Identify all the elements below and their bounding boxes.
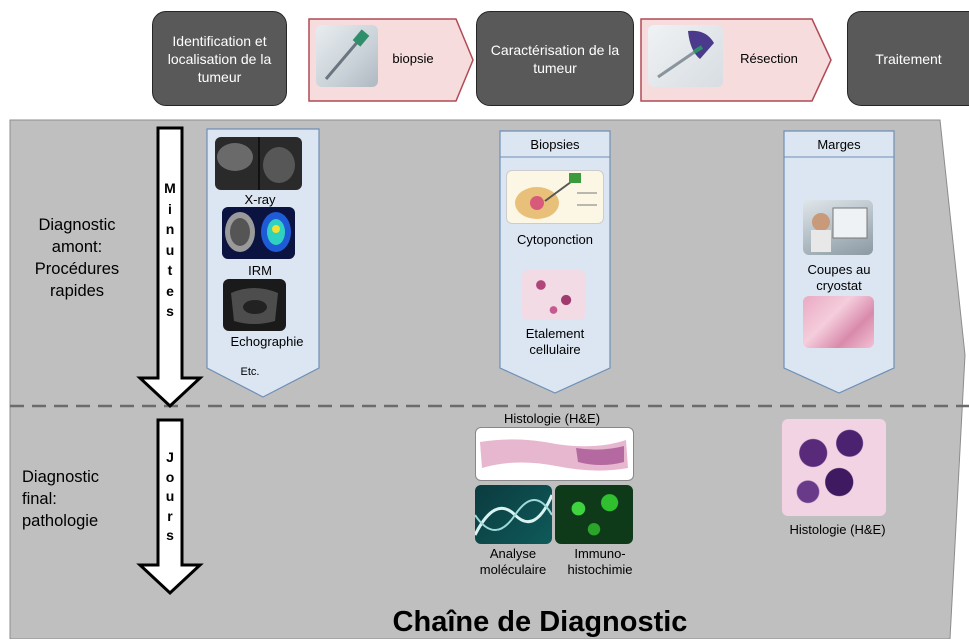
imaging-item-irm: IRM <box>248 263 272 278</box>
minutes-letters-letter: n <box>165 221 175 237</box>
biopsies-item-etalement: Etalement cellulaire <box>525 326 585 357</box>
right-histology-label: Histologie (H&E) <box>789 522 886 537</box>
minutes-letters-letter: M <box>164 180 176 196</box>
xray-image <box>215 137 302 190</box>
step-identification-label: Identification et localisation de la tum… <box>167 32 272 85</box>
jours-letters-letter: u <box>165 488 175 504</box>
biopsy-needle-image <box>316 25 378 87</box>
biopsies-panel-header: Biopsies <box>530 137 580 152</box>
step-biopsie-label: biopsie <box>392 51 434 66</box>
ihc-label: Immuno-histochimie <box>567 546 633 577</box>
analysis-label: Analyse moléculaire <box>479 546 547 577</box>
resection-scalpel-image <box>648 25 723 87</box>
row-label-lower: Diagnostic final: pathologie <box>22 468 100 530</box>
minutes-arrow-shape <box>136 126 204 409</box>
biopsies-item-cytoponction: Cytoponction <box>517 232 593 247</box>
step-identification: Identification et localisation de la tum… <box>152 11 287 106</box>
ihc-image <box>555 485 633 544</box>
step-traitement: Traitement <box>847 11 969 106</box>
minutes-letters-letter: e <box>166 282 174 299</box>
cryostat-section-image <box>803 296 874 348</box>
step-caracterisation-label: Caractérisation de la tumeur <box>490 41 620 76</box>
center-histology-image <box>475 427 634 481</box>
dna-image <box>475 485 552 544</box>
jours-letters-letter: o <box>165 468 175 485</box>
marges-item-cryostat: Coupes au cryostat <box>807 262 871 293</box>
irm-image <box>222 207 295 259</box>
cytoponction-image <box>506 170 604 224</box>
minutes-letters-letter: i <box>168 200 172 217</box>
imaging-item-xray: X-ray <box>244 192 276 207</box>
marges-panel-header: Marges <box>817 137 861 152</box>
cryostat-image <box>803 200 873 255</box>
jours-arrow-shape <box>136 418 204 596</box>
minutes-letters-letter: u <box>165 241 175 258</box>
imaging-item-etc: Etc. <box>240 366 260 378</box>
minutes-letters-letter: t <box>167 262 173 278</box>
imaging-item-echographie: Echographie <box>230 334 304 349</box>
jours-letters-letter: s <box>166 527 174 543</box>
row-label-upper: Diagnostic amont: Procédures rapides <box>34 216 120 300</box>
center-histology-title: Histologie (H&E) <box>503 411 601 426</box>
chain-title: Chaîne de Diagnostic <box>392 606 688 638</box>
step-resection-label: Résection <box>740 51 798 66</box>
etalement-image <box>522 270 585 320</box>
jours-letters-letter: J <box>166 449 174 465</box>
echographie-image <box>223 279 286 331</box>
right-histology-image <box>782 419 886 516</box>
minutes-letters-letter: s <box>166 303 174 319</box>
jours-letters-letter: r <box>167 507 173 524</box>
step-caracterisation: Caractérisation de la tumeur <box>476 11 634 106</box>
step-traitement-label: Traitement <box>875 50 942 67</box>
